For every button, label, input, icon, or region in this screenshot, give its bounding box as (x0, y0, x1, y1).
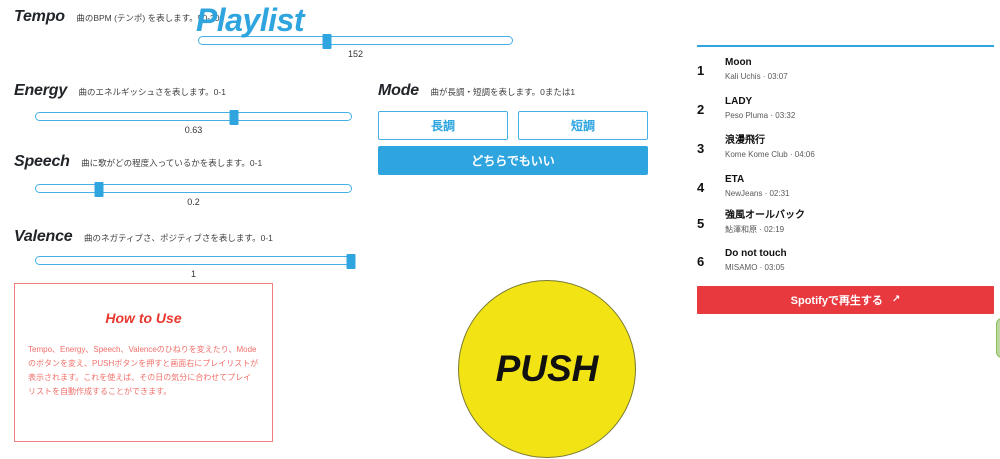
mode-button-major[interactable]: 長調 (378, 111, 508, 140)
track-row[interactable]: 2 LADY Peso Pluma · 03:32 (697, 95, 994, 126)
push-button-label: PUSH (495, 348, 599, 389)
track-info: Moon Kali Uchis · 03:07 (725, 56, 994, 83)
playlist-divider (697, 45, 994, 47)
track-number: 1 (697, 63, 705, 78)
track-meta: Peso Pluma · 03:32 (725, 110, 796, 120)
track-name: LADY (725, 96, 753, 107)
track-number: 5 (697, 216, 705, 231)
mode-button-minor[interactable]: 短調 (518, 111, 648, 140)
param-description-tempo: 曲のBPM (テンポ) を表します。50-300 (76, 13, 225, 23)
track-meta: NewJeans · 02:31 (725, 188, 790, 198)
track-number: 6 (697, 254, 705, 269)
slider-speech[interactable]: 0.2 (35, 182, 352, 207)
how-to-use-title: How to Use (105, 310, 182, 326)
track-number: 2 (697, 102, 705, 117)
track-row[interactable]: 5 強風オールバック 鮎澤和原 · 02:19 (697, 209, 994, 240)
param-title-speech: Speech (14, 153, 70, 170)
track-info: ETA NewJeans · 02:31 (725, 173, 994, 200)
track-row[interactable]: 4 ETA NewJeans · 02:31 (697, 173, 994, 204)
track-info: 浪漫飛行 Kome Kome Club · 04:06 (725, 134, 994, 161)
slider-thumb-speech[interactable] (94, 182, 104, 197)
parameter-controls-panel: Tempo 曲のBPM (テンポ) を表します。50-300 152 Energ… (14, 8, 648, 458)
slider-track-tempo[interactable] (198, 34, 513, 49)
slider-value-speech: 0.2 (187, 197, 200, 207)
track-meta: Kali Uchis · 03:07 (725, 71, 788, 81)
param-header-mode: Mode 曲が長調・短調を表します。0または1 (378, 82, 575, 100)
mode-button-row: 長調 短調 (378, 111, 648, 140)
track-name: ETA (725, 174, 745, 185)
how-to-use-body: Tempo、Energy、Speech、Valenceのひねりを変えたり、Mod… (28, 345, 259, 396)
param-description-speech: 曲に歌がどの程度入っているかを表します。0-1 (81, 158, 263, 168)
track-row[interactable]: 1 Moon Kali Uchis · 03:07 (697, 56, 994, 87)
param-header-tempo: Tempo 曲のBPM (テンポ) を表します。50-300 (14, 8, 224, 26)
playlist-panel: Playlist (0, 0, 310, 459)
push-button[interactable]: PUSH (458, 280, 636, 458)
track-row[interactable]: 3 浪漫飛行 Kome Kome Club · 04:06 (697, 134, 994, 165)
param-title-energy: Energy (14, 82, 68, 99)
slider-track-energy[interactable] (35, 110, 352, 125)
param-description-energy: 曲のエネルギッシュさを表します。0-1 (78, 87, 226, 97)
param-header-valence: Valence 曲のネガティブさ、ポジティブさを表します。0-1 (14, 228, 273, 246)
track-name: Moon (725, 57, 752, 68)
external-link-icon: ↗ (891, 294, 901, 305)
how-to-use-panel: How to Use Tempo、Energy、Speech、Valenceのひ… (14, 283, 273, 442)
slider-track-speech[interactable] (35, 182, 352, 197)
mode-button-either-row: どちらでもいい (378, 146, 648, 175)
play-on-spotify-button[interactable]: Spotifyで再生する ↗ (697, 286, 994, 314)
track-meta: 鮎澤和原 · 02:19 (725, 224, 785, 234)
param-description-valence: 曲のネガティブさ、ポジティブさを表します。0-1 (83, 233, 273, 243)
track-info: Do not touch MISAMO · 03:05 (725, 247, 994, 274)
param-title-valence: Valence (14, 228, 73, 245)
slider-valence[interactable]: 1 (35, 254, 356, 279)
param-title-tempo: Tempo (14, 8, 65, 25)
track-row[interactable]: 6 Do not touch MISAMO · 03:05 (697, 247, 994, 278)
slider-tempo[interactable]: 152 (198, 34, 513, 59)
track-meta: Kome Kome Club · 04:06 (725, 149, 815, 159)
play-on-spotify-label: Spotifyで再生する (790, 295, 883, 307)
slider-thumb-energy[interactable] (229, 110, 239, 125)
slider-value-tempo: 152 (347, 49, 364, 59)
track-number: 3 (697, 141, 705, 156)
slider-thumb-tempo[interactable] (322, 34, 332, 49)
track-name: Do not touch (725, 248, 787, 259)
track-name: 強風オールバック (725, 210, 805, 221)
side-tab-handle[interactable] (996, 318, 1000, 358)
param-header-energy: Energy 曲のエネルギッシュさを表します。0-1 (14, 82, 226, 100)
slider-value-energy: 0.63 (184, 125, 203, 135)
param-header-speech: Speech 曲に歌がどの程度入っているかを表します。0-1 (14, 153, 262, 171)
param-description-mode: 曲が長調・短調を表します。0または1 (430, 87, 576, 97)
slider-energy[interactable]: 0.63 (35, 110, 352, 135)
track-name: 浪漫飛行 (725, 135, 765, 146)
track-number: 4 (697, 180, 705, 195)
track-info: 強風オールバック 鮎澤和原 · 02:19 (725, 209, 994, 236)
playlist-title: Playlist (195, 2, 305, 38)
mode-button-either[interactable]: どちらでもいい (378, 146, 648, 175)
slider-thumb-valence[interactable] (346, 254, 356, 269)
track-info: LADY Peso Pluma · 03:32 (725, 95, 994, 122)
slider-track-valence[interactable] (35, 254, 356, 269)
slider-value-valence: 1 (190, 269, 196, 279)
track-meta: MISAMO · 03:05 (725, 262, 785, 272)
param-title-mode: Mode (378, 82, 419, 99)
